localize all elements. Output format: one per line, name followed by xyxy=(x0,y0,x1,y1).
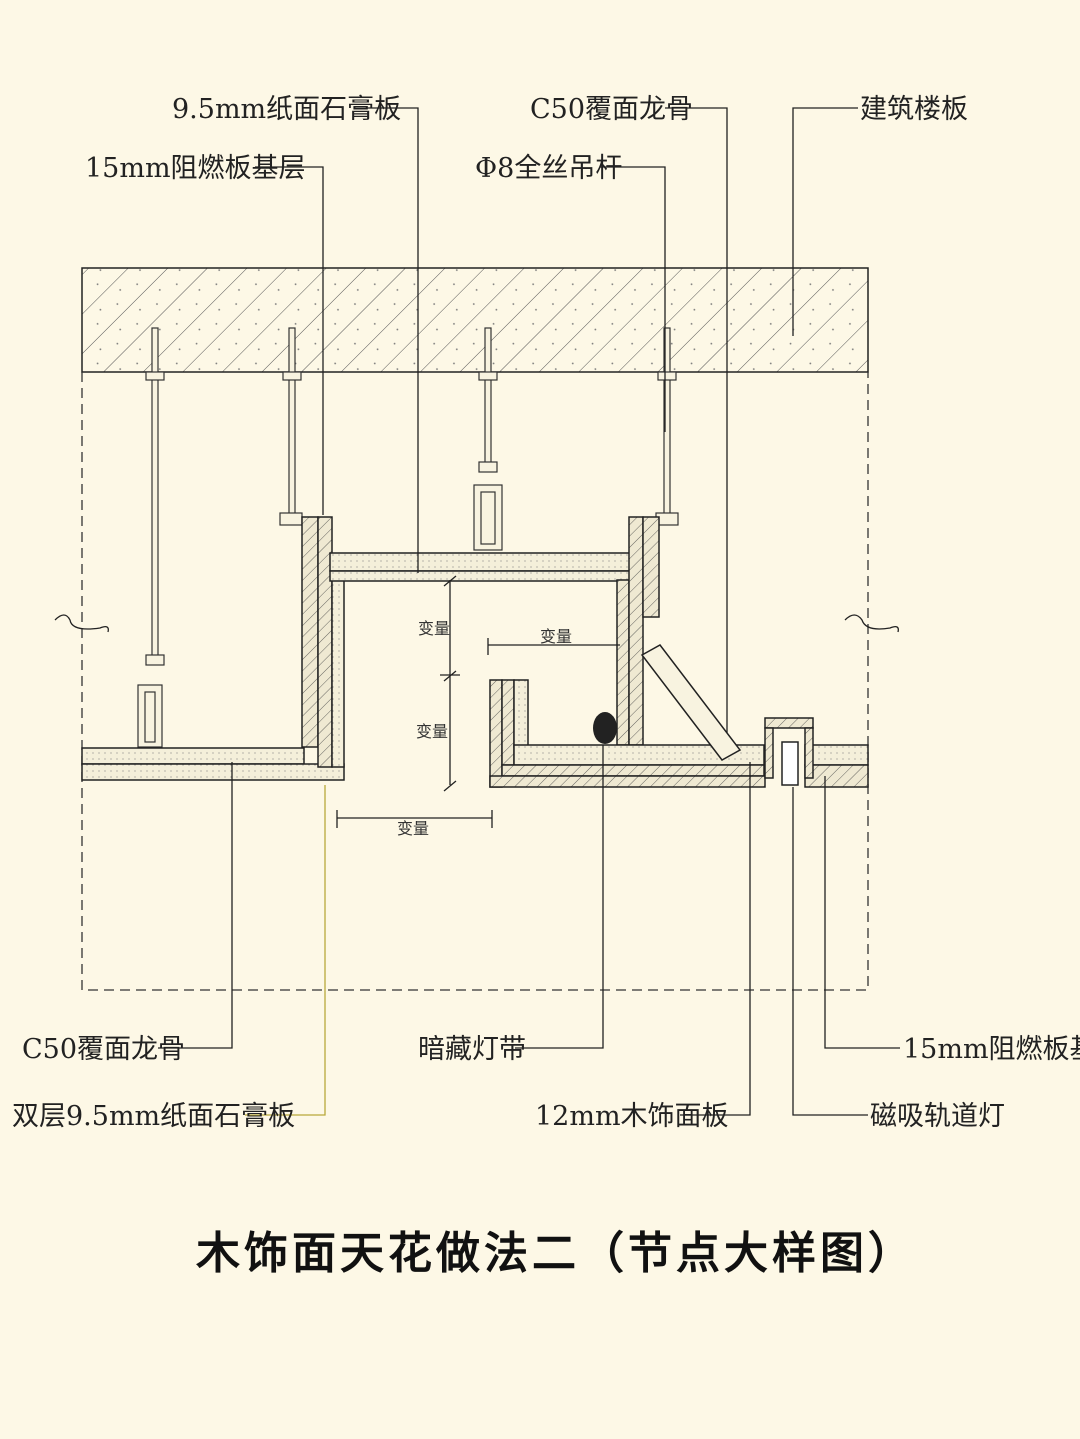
dimension-label: 变量 xyxy=(397,819,429,838)
label-hidden-light: 暗藏灯带 xyxy=(418,1034,526,1065)
track-light xyxy=(764,717,814,786)
drawing-title: 木饰面天花做法二（节点大样图） xyxy=(196,1228,916,1279)
diagonal-brace xyxy=(640,644,742,761)
hidden-led-strip xyxy=(593,712,617,744)
label-fireproof-base: 15mm阻燃板基层 xyxy=(85,153,306,184)
hanger-rods xyxy=(137,327,679,748)
ceiling-boards xyxy=(81,516,869,788)
dimension-label: 变量 xyxy=(540,627,572,646)
label-double-gypsum: 双层9.5mm纸面石膏板 xyxy=(12,1101,295,1132)
label-gypsum-board: 9.5mm纸面石膏板 xyxy=(172,94,401,125)
section-boundary xyxy=(81,372,869,991)
label-track-light: 磁吸轨道灯 xyxy=(870,1101,1005,1132)
label-wood-panel: 12mm木饰面板 xyxy=(535,1101,729,1132)
label-c50-keel: C50覆面龙骨 xyxy=(530,94,693,125)
leader-lines xyxy=(158,107,900,1116)
dimension-lines xyxy=(336,575,620,828)
label-fireproof-bottom: 15mm阻燃板基层 xyxy=(903,1034,1080,1065)
label-c50-keel-bottom: C50覆面龙骨 xyxy=(22,1034,185,1065)
dimension-label: 变量 xyxy=(416,722,448,741)
building-slab xyxy=(81,267,869,373)
label-building-slab: 建筑楼板 xyxy=(860,94,968,125)
label-hanger-rod: Φ8全丝吊杆 xyxy=(475,153,622,184)
break-marks xyxy=(54,614,899,633)
dimension-label: 变量 xyxy=(418,619,450,638)
